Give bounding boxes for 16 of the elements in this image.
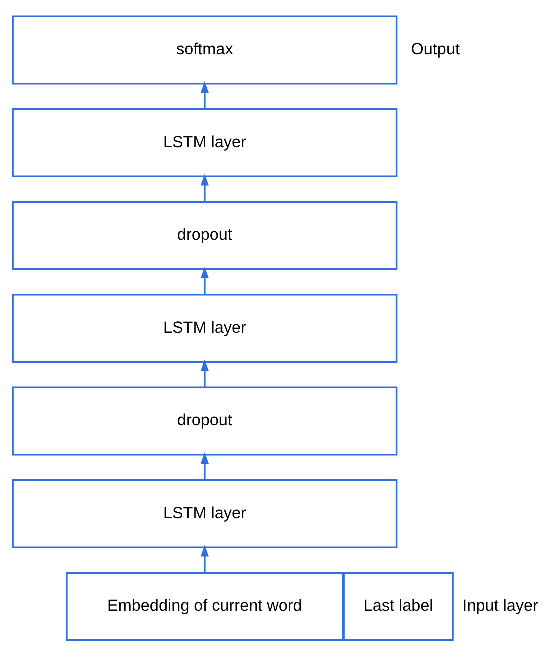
arrow (200, 80, 209, 109)
node-box: dropout (12, 386, 398, 456)
node-box: Last label (343, 572, 454, 641)
node-label: Input layer (462, 596, 538, 615)
arrow (200, 452, 209, 480)
node-box: LSTM layer (12, 479, 398, 548)
node-box: softmax (12, 15, 398, 84)
node-box: dropout (12, 200, 398, 270)
arrow (200, 174, 209, 202)
arrow (200, 359, 209, 387)
node-label: Output (411, 40, 460, 58)
node-box: LSTM layer (12, 294, 398, 362)
arrow (200, 266, 209, 294)
node-box: Embedding of current word (66, 572, 344, 641)
arrow (200, 544, 209, 572)
node-box: LSTM layer (12, 108, 398, 177)
